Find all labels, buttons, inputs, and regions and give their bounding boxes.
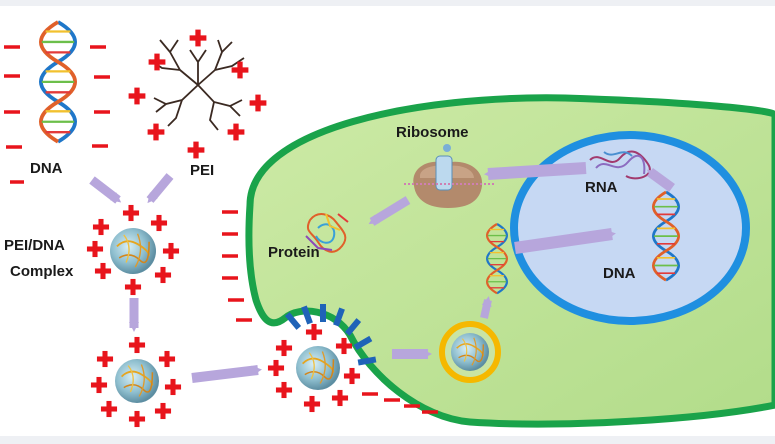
rna-strand — [589, 150, 651, 180]
arrow-to-membrane — [191, 365, 262, 383]
assembly-arrows — [89, 173, 174, 204]
ribosome — [404, 144, 496, 208]
dna-negative-charges — [4, 45, 110, 184]
pei-dna-complex — [86, 204, 180, 296]
arrow-to-nucleus — [514, 228, 616, 254]
endosome — [439, 321, 501, 383]
label-pei: PEI — [190, 162, 215, 179]
label-protein: Protein — [268, 244, 320, 261]
nucleus — [510, 131, 750, 325]
membrane-receptors — [284, 304, 377, 366]
label-complex-line2: Complex — [10, 263, 74, 280]
arrow-to-ribosome — [484, 162, 587, 180]
top-band — [0, 0, 775, 6]
label-ribosome: Ribosome — [396, 124, 469, 141]
complex-at-membrane — [267, 323, 361, 413]
label-complex-line1: PEI/DNA — [4, 237, 65, 254]
complex-approaching-cell — [90, 336, 182, 428]
free-dna-helix — [38, 20, 77, 144]
membrane-negative-charges — [222, 210, 438, 414]
label-dna-free: DNA — [30, 160, 63, 177]
arrow-transcription — [646, 167, 675, 193]
arrow-to-protein — [368, 196, 411, 226]
bottom-band — [0, 436, 775, 444]
pei-positive-charges — [128, 29, 267, 159]
protein — [305, 213, 349, 253]
arrow-release — [480, 296, 492, 319]
pei-polymer — [149, 39, 245, 131]
label-rna: RNA — [585, 179, 618, 196]
label-dna-nucleus: DNA — [603, 265, 636, 282]
